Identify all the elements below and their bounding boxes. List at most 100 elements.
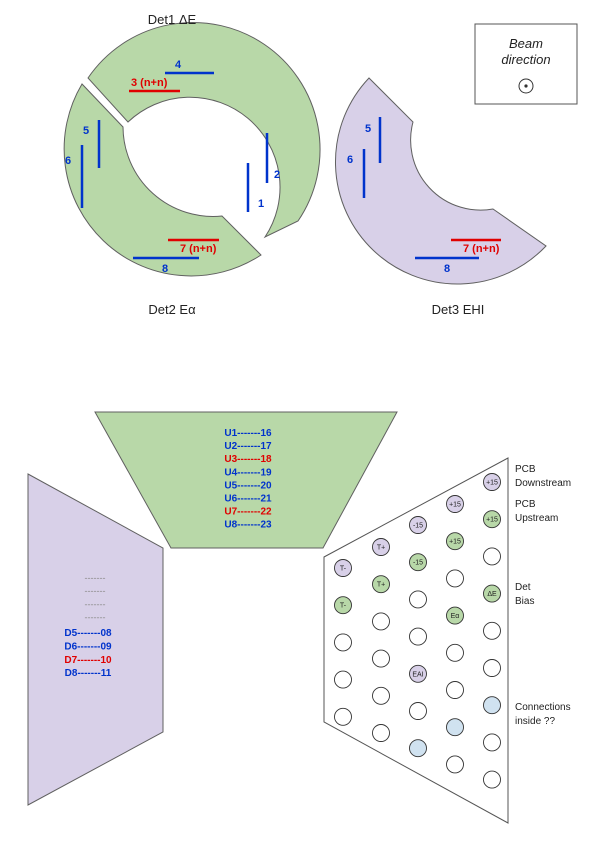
pcb-pin bbox=[409, 553, 427, 572]
pcb-pin bbox=[334, 596, 352, 615]
pcb-pin bbox=[334, 559, 352, 577]
pcb-pin bbox=[446, 755, 464, 774]
pcb-pin-label: -15 bbox=[413, 560, 423, 567]
pcb-pin bbox=[483, 547, 501, 566]
pcb-pin-label: +15 bbox=[449, 502, 461, 509]
pcb-pin bbox=[483, 733, 501, 752]
pcb-pin-label: ΔE bbox=[487, 591, 497, 598]
pcb-pin bbox=[483, 510, 501, 529]
upper-connector-shape bbox=[94, 411, 398, 549]
partial-label-5: 5 bbox=[365, 123, 371, 135]
pcb-pin bbox=[446, 643, 464, 662]
pcb-pin bbox=[446, 569, 464, 588]
pcb-pin bbox=[483, 584, 501, 603]
pcb-upstream-label-2: Upstream bbox=[515, 513, 558, 524]
pcb-pin bbox=[446, 532, 464, 551]
beam-direction-box: Beam direction bbox=[474, 23, 578, 105]
left-connector-placeholder-rows: ------- ------- ------- ------- bbox=[85, 573, 106, 623]
upper-connector-rows: U1-------16U2-------17U3-------18U4-----… bbox=[224, 428, 272, 531]
left-connector: ------- ------- ------- ------- D5-------08… bbox=[27, 473, 164, 806]
det3-title: Det3 EHI bbox=[432, 302, 485, 317]
pcb-pin-label: T+ bbox=[377, 545, 385, 552]
pcb-pin-label: +15 bbox=[486, 517, 498, 524]
upper-connector-row: U6-------21 bbox=[224, 494, 272, 505]
left-connector-row: D7-------10 bbox=[64, 655, 112, 666]
ring-label-8: 8 bbox=[162, 263, 168, 275]
pcb-pin bbox=[372, 686, 390, 705]
ring-label-3: 3 (n+n) bbox=[131, 77, 168, 89]
det-bias-label-2: Bias bbox=[515, 596, 534, 607]
pcb-pin bbox=[372, 612, 390, 631]
ring-label-7: 7 (n+n) bbox=[180, 243, 217, 255]
upper-connector-row: U3-------18 bbox=[224, 454, 272, 465]
pcb-pin-label: Eα bbox=[451, 613, 460, 620]
left-connector-row: D6-------09 bbox=[64, 641, 112, 652]
pcb-pin bbox=[372, 649, 390, 668]
pcb-pin bbox=[334, 633, 352, 652]
left-connector-placeholder: ------- bbox=[85, 573, 106, 583]
det1-title: Det1 ΔE bbox=[148, 12, 197, 27]
upper-connector-row: U8-------23 bbox=[224, 520, 272, 531]
left-connector-placeholder: ------- bbox=[85, 599, 106, 609]
ring-label-2: 2 bbox=[274, 169, 280, 181]
pcb-pin bbox=[446, 718, 464, 737]
pcb-pin-label: +15 bbox=[486, 480, 498, 487]
pcb-pin bbox=[372, 575, 390, 594]
left-connector-shape bbox=[27, 473, 164, 806]
pcb-pin-label: T- bbox=[340, 603, 347, 610]
pcb-pin bbox=[409, 516, 427, 534]
partial-label-6: 6 bbox=[347, 154, 353, 166]
pcb-pin bbox=[483, 473, 501, 491]
pcb-pin-label: EΑΙ bbox=[412, 671, 423, 678]
upper-connector-row: U2-------17 bbox=[224, 441, 272, 452]
pcb-pin-label: T- bbox=[340, 566, 347, 573]
connections-inside-label-2: inside ?? bbox=[515, 716, 555, 727]
upper-connector-row: U7-------22 bbox=[224, 507, 272, 518]
pcb-pin bbox=[409, 664, 427, 683]
det2-title: Det2 Eα bbox=[148, 302, 196, 317]
pcb-pin bbox=[483, 770, 501, 789]
pcb-pin bbox=[334, 670, 352, 689]
pcb-pin-label: T+ bbox=[377, 582, 385, 589]
ring-label-5: 5 bbox=[83, 125, 89, 137]
pcb-pin bbox=[446, 495, 464, 513]
pcb-pin-label: -15 bbox=[413, 523, 423, 530]
ring-label-1: 1 bbox=[258, 198, 264, 210]
pcb-pin bbox=[372, 724, 390, 742]
left-connector-row: D5-------08 bbox=[64, 628, 112, 639]
ring-label-6: 6 bbox=[65, 155, 71, 167]
upper-connector-row: U1-------16 bbox=[224, 428, 272, 439]
ring-label-4: 4 bbox=[175, 59, 182, 71]
ring-detector: 4 3 (n+n) 5 6 2 1 7 (n+n) 8 bbox=[63, 22, 321, 277]
upper-connector-row: U4-------19 bbox=[224, 467, 272, 478]
connections-inside-label-1: Connections bbox=[515, 702, 571, 713]
pcb-upstream-label-1: PCB bbox=[515, 499, 536, 510]
partial-label-7: 7 (n+n) bbox=[463, 243, 500, 255]
pcb-pin bbox=[409, 739, 427, 758]
partial-ring-shape bbox=[334, 77, 547, 285]
left-connector-rows: D5-------08D6-------09D7-------10D8-----… bbox=[64, 628, 112, 679]
pcb-pin bbox=[446, 681, 464, 699]
pcb-downstream-label-2: Downstream bbox=[515, 478, 571, 489]
ring-upper-segment bbox=[87, 22, 321, 239]
pcb-pin bbox=[446, 606, 464, 625]
left-connector-placeholder: ------- bbox=[85, 586, 106, 596]
partial-label-8: 8 bbox=[444, 263, 450, 275]
pcb-pin bbox=[483, 659, 501, 677]
beam-dot-icon bbox=[524, 84, 528, 88]
pcb-pin bbox=[483, 696, 501, 715]
det-bias-label-1: Det bbox=[515, 582, 531, 593]
pcb-pin bbox=[372, 538, 390, 556]
upper-connector: U1-------16U2-------17U3-------18U4-----… bbox=[94, 411, 398, 549]
pcb-pin bbox=[483, 621, 501, 640]
beam-label-line2: direction bbox=[501, 52, 550, 67]
left-connector-row: D8-------11 bbox=[65, 668, 112, 679]
pcb-pin bbox=[334, 707, 352, 726]
partial-ring-detector: 5 6 7 (n+n) 8 bbox=[334, 77, 547, 285]
left-connector-placeholder: ------- bbox=[85, 613, 106, 623]
pcb-pin-label: +15 bbox=[449, 539, 461, 546]
upper-connector-row: U5-------20 bbox=[224, 480, 272, 491]
